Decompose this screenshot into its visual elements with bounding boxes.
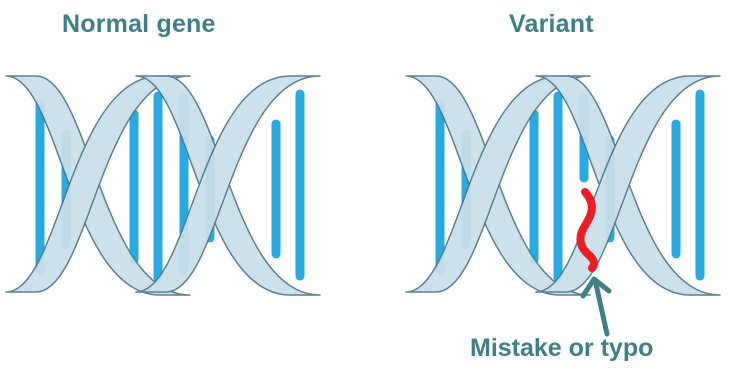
backbone-strand xyxy=(536,76,720,292)
variant-helix xyxy=(406,76,720,295)
mistake-callout-label: Mistake or typo xyxy=(470,334,653,363)
normal-helix xyxy=(6,76,320,295)
backbone-strand xyxy=(136,76,320,292)
callout-arrow xyxy=(583,279,609,334)
